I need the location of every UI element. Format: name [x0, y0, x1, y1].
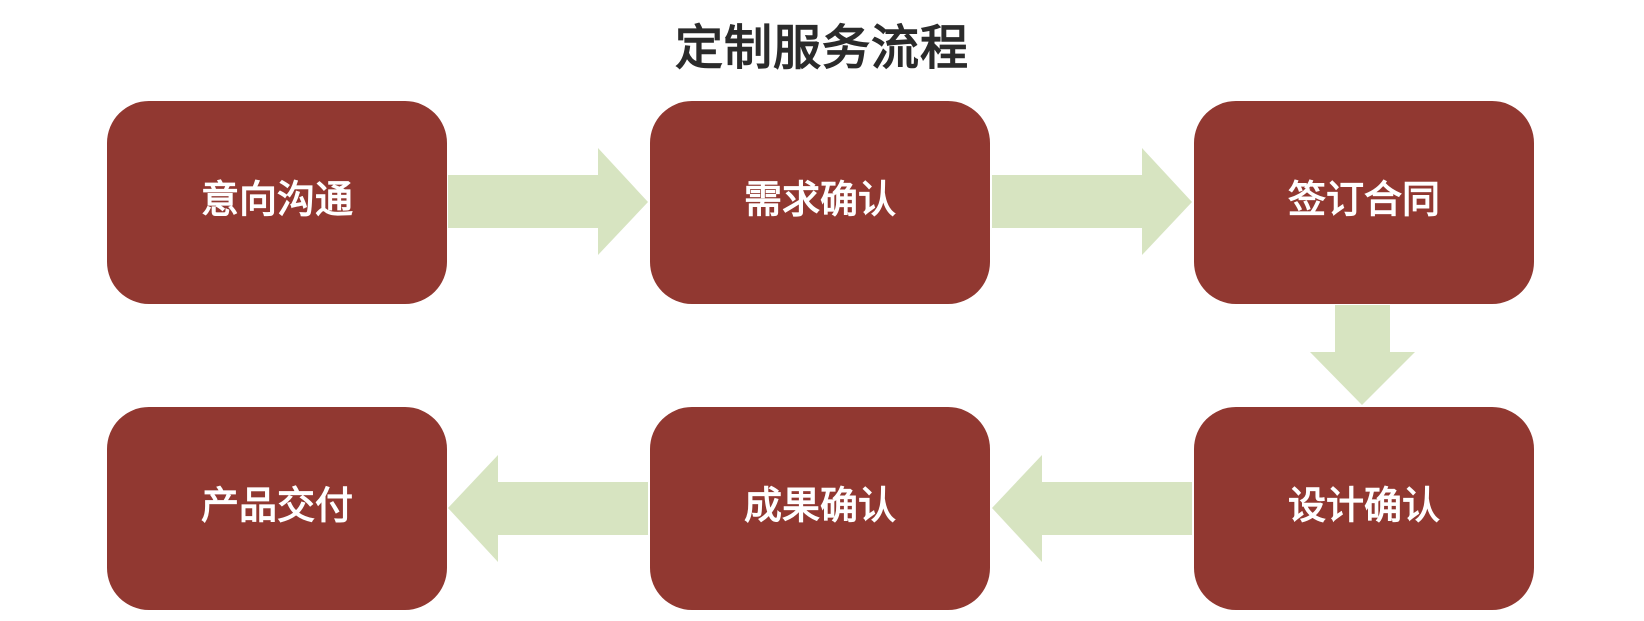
arrow-left-2	[448, 455, 648, 562]
step-2: 需求确认	[650, 101, 990, 304]
step-label: 成果确认	[744, 484, 896, 528]
arrow-left-1	[992, 455, 1192, 562]
arrow-right-2	[992, 148, 1192, 255]
step-4: 设计确认	[1194, 407, 1534, 610]
step-box	[1194, 101, 1534, 304]
step-label: 产品交付	[201, 484, 353, 528]
step-box	[650, 101, 990, 304]
step-label: 需求确认	[744, 178, 896, 222]
step-label: 意向沟通	[201, 178, 353, 222]
step-label: 签订合同	[1288, 178, 1440, 222]
step-label: 设计确认	[1288, 484, 1440, 528]
step-6: 产品交付	[107, 407, 447, 610]
step-box	[107, 407, 447, 610]
step-box	[1194, 407, 1534, 610]
step-box	[650, 407, 990, 610]
step-3: 签订合同	[1194, 101, 1534, 304]
step-box	[107, 101, 447, 304]
page-title: 定制服务流程	[674, 20, 969, 76]
step-5: 成果确认	[650, 407, 990, 610]
arrow-right-1	[448, 148, 648, 255]
step-1: 意向沟通	[107, 101, 447, 304]
arrow-down-1	[1310, 305, 1415, 405]
